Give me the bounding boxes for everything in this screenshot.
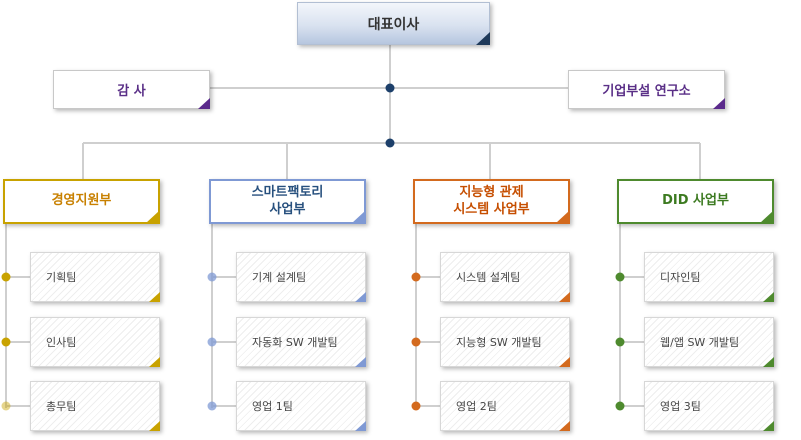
- department-label-line: 경영지원부: [51, 193, 112, 209]
- team-label: 총무팀: [46, 400, 77, 413]
- team-bullet-dot: [207, 272, 217, 282]
- research-box: 기업부설 연구소: [568, 70, 725, 109]
- department-box: 경영지원부: [3, 179, 160, 224]
- team-bullet-dot: [411, 272, 421, 282]
- team-label: 기획팀: [46, 271, 77, 284]
- department-label-line: 시스템 사업부: [453, 201, 530, 217]
- team-label: 웹/앱 SW 개발팀: [660, 336, 740, 349]
- team-corner-triangle: [149, 292, 160, 302]
- team-corner-triangle: [149, 357, 160, 367]
- team-label: 기계 설계팀: [252, 271, 307, 284]
- team-box: 웹/앱 SW 개발팀: [644, 317, 774, 367]
- auditor-box: 감 사: [53, 70, 210, 109]
- team-box: 영업 3팀: [644, 381, 774, 431]
- team-label: 인사팀: [46, 336, 77, 349]
- team-label: 시스템 설계팀: [456, 271, 521, 284]
- team-label: 영업 2팀: [456, 400, 497, 413]
- ceo-box: 대표이사: [297, 2, 490, 45]
- team-corner-triangle: [559, 292, 570, 302]
- team-corner-triangle: [763, 292, 774, 302]
- ceo-label: 대표이사: [367, 16, 420, 33]
- team-box: 영업 2팀: [440, 381, 570, 431]
- auditor-label: 감 사: [117, 84, 146, 99]
- department-label-line: DID 사업부: [662, 193, 729, 209]
- team-corner-triangle: [763, 357, 774, 367]
- department-label: 경영지원부: [52, 193, 112, 209]
- department-label-line: 지능형 관제: [459, 185, 524, 201]
- team-label: 영업 3팀: [660, 400, 701, 413]
- department-corner-triangle: [352, 211, 365, 223]
- department-label-line: 스마트팩토리: [251, 185, 324, 201]
- team-bullet-dot: [411, 337, 421, 347]
- department-label-line: 사업부: [269, 201, 306, 217]
- ceo-corner-triangle: [476, 32, 490, 45]
- team-label: 영업 1팀: [252, 400, 293, 413]
- team-box: 지능형 SW 개발팀: [440, 317, 570, 367]
- team-label: 자동화 SW 개발팀: [252, 336, 338, 349]
- team-corner-triangle: [149, 421, 160, 431]
- team-box: 기계 설계팀: [236, 252, 366, 302]
- research-corner-triangle: [713, 98, 725, 109]
- team-box: 기획팀: [30, 252, 160, 302]
- bus-junction-dot: [385, 138, 395, 148]
- team-corner-triangle: [355, 421, 366, 431]
- department-corner-triangle: [556, 211, 569, 223]
- team-box: 디자인팀: [644, 252, 774, 302]
- team-box: 총무팀: [30, 381, 160, 431]
- team-bullet-dot: [1, 272, 11, 282]
- team-corner-triangle: [763, 421, 774, 431]
- department-label: DID 사업부: [662, 193, 729, 209]
- team-bullet-dot: [207, 337, 217, 347]
- team-box: 영업 1팀: [236, 381, 366, 431]
- team-label: 지능형 SW 개발팀: [456, 336, 542, 349]
- team-corner-triangle: [355, 292, 366, 302]
- team-box: 자동화 SW 개발팀: [236, 317, 366, 367]
- team-bullet-dot: [615, 337, 625, 347]
- department-corner-triangle: [146, 211, 159, 223]
- team-bullet-dot: [1, 401, 11, 411]
- team-bullet-dot: [615, 272, 625, 282]
- department-box: DID 사업부: [617, 179, 774, 224]
- team-label: 디자인팀: [660, 271, 701, 284]
- side-junction-dot: [385, 83, 395, 93]
- team-corner-triangle: [559, 357, 570, 367]
- research-label: 기업부설 연구소: [602, 84, 691, 99]
- team-bullet-dot: [207, 401, 217, 411]
- auditor-corner-triangle: [198, 98, 210, 109]
- team-bullet-dot: [615, 401, 625, 411]
- team-box: 시스템 설계팀: [440, 252, 570, 302]
- team-corner-triangle: [559, 421, 570, 431]
- team-bullet-dot: [411, 401, 421, 411]
- department-corner-triangle: [760, 211, 773, 223]
- team-corner-triangle: [355, 357, 366, 367]
- team-bullet-dot: [1, 337, 11, 347]
- team-box: 인사팀: [30, 317, 160, 367]
